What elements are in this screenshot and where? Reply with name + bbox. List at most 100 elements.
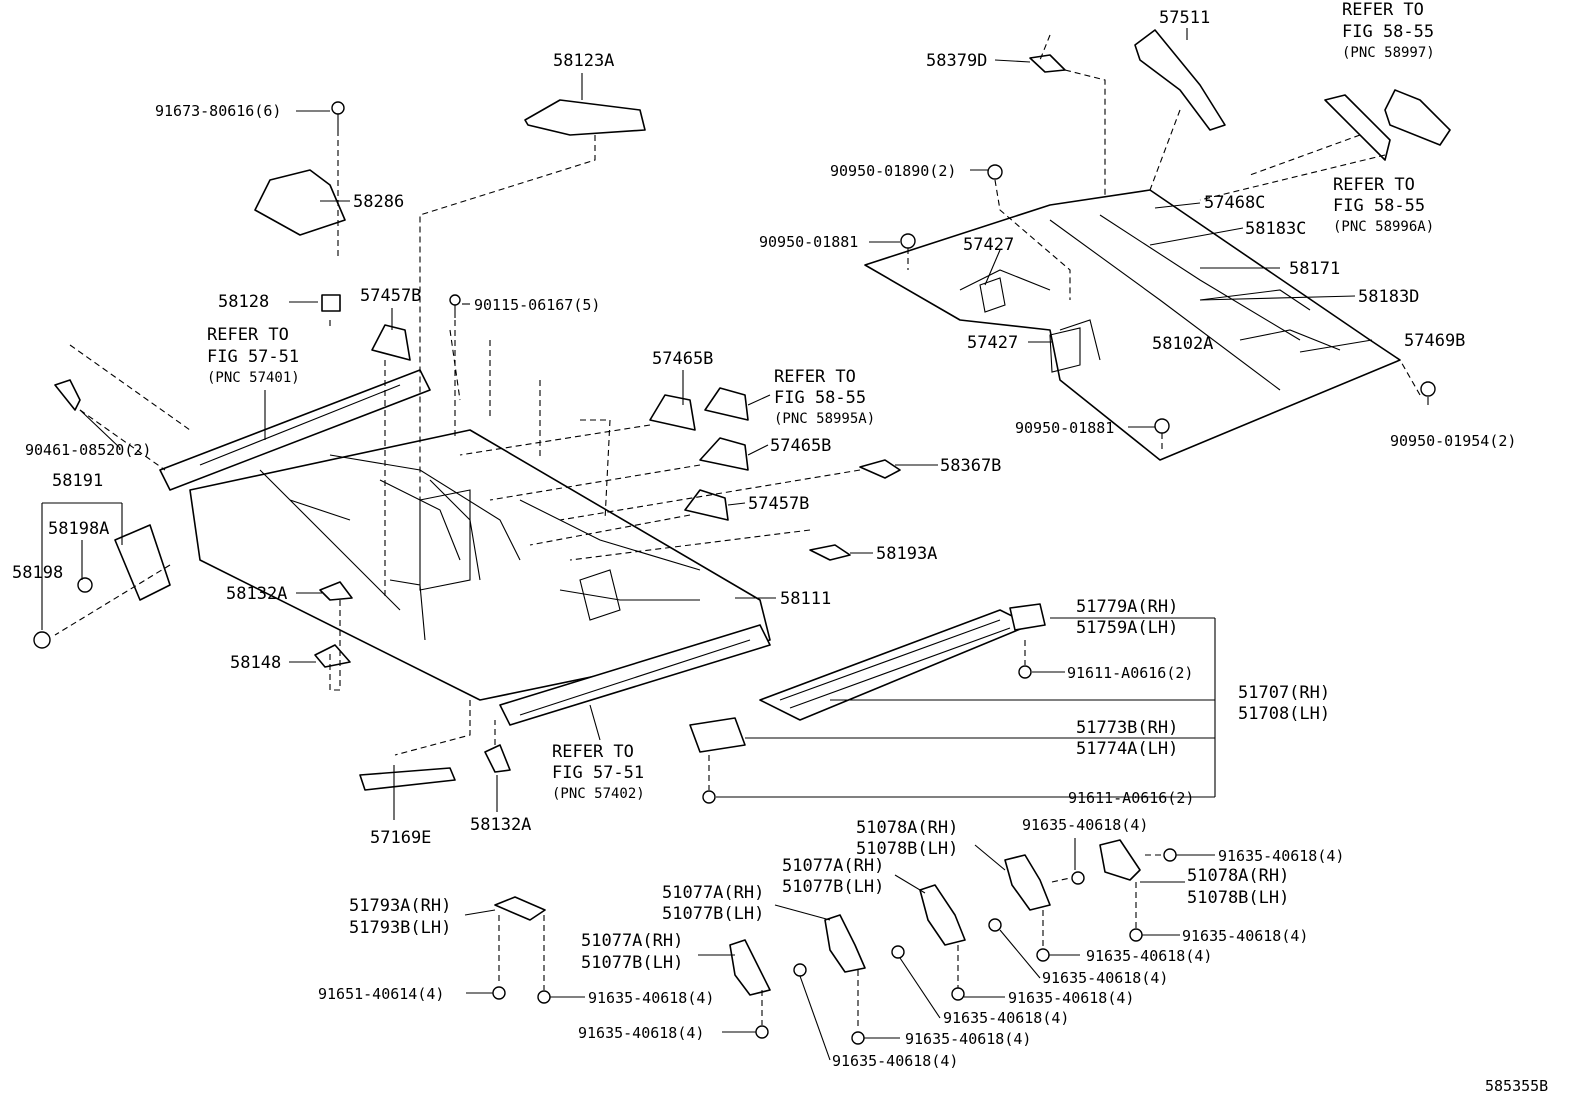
label-91611-A0616-a: 91611-A0616(2)	[1067, 664, 1193, 682]
label-57427-a: 57427	[963, 235, 1014, 255]
part-ref-58995A	[704, 387, 749, 421]
part-57465B-a	[649, 394, 696, 431]
label-58183C: 58183C	[1245, 219, 1306, 239]
label-51077B-a: 51077B(LH)	[782, 877, 884, 897]
label-58123A: 58123A	[553, 51, 614, 71]
label-refer-to-4: REFER TO	[1342, 0, 1424, 20]
label-91611-A0616-b: 91611-A0616(2)	[1068, 789, 1194, 807]
part-ref-58997	[1384, 89, 1451, 146]
label-58102A: 58102A	[1152, 334, 1213, 354]
leader-lines	[41, 28, 1429, 1061]
label-refer-to-2: REFER TO	[774, 367, 856, 387]
label-51078B-b: 51078B(LH)	[1187, 888, 1289, 908]
label-90461-08520: 90461-08520(2)	[25, 441, 151, 459]
label-51077A-c: 51077A(RH)	[581, 931, 683, 951]
assembly-line	[708, 640, 1026, 790]
rear-floor-pan-58102A	[864, 189, 1401, 461]
part-58367B	[859, 459, 901, 479]
part-58148	[314, 644, 351, 668]
label-57511: 57511	[1159, 8, 1210, 28]
bolt-91611-b	[702, 790, 716, 804]
label-pnc-57402: (PNC 57402)	[552, 786, 645, 802]
part-58123A	[524, 99, 646, 136]
label-51078A-b: 51078A(RH)	[1187, 866, 1289, 886]
label-51774A: 51774A(LH)	[1076, 739, 1178, 759]
label-58111: 58111	[780, 589, 831, 609]
part-51078A-b	[1099, 839, 1141, 881]
label-91635-c: 91635-40618(4)	[1182, 927, 1308, 945]
label-57457B-lower: 57457B	[748, 494, 809, 514]
label-refer-to-5: REFER TO	[1333, 175, 1415, 195]
label-91635-a: 91635-40618(4)	[1022, 816, 1148, 834]
part-ref-58996A	[1324, 94, 1391, 161]
label-51707: 51707(RH)	[1238, 683, 1330, 703]
label-58132A-upper: 58132A	[226, 584, 287, 604]
label-51759A: 51759A(LH)	[1076, 618, 1178, 638]
label-91635-e: 91635-40618(4)	[1042, 969, 1168, 987]
label-90115-06167: 90115-06167(5)	[474, 296, 600, 314]
assembly-line	[54, 130, 861, 756]
part-51078A-a	[1004, 854, 1051, 911]
part-57457B-lower	[684, 489, 729, 521]
label-91635-b: 91635-40618(4)	[1218, 847, 1344, 865]
label-51077B-c: 51077B(LH)	[581, 953, 683, 973]
label-fig-57-51-1: FIG 57-51	[207, 347, 299, 367]
label-51779A: 51779A(RH)	[1076, 597, 1178, 617]
label-pnc-58995A: (PNC 58995A)	[774, 411, 875, 427]
part-51077A-b	[824, 914, 866, 973]
label-51077A-b: 51077A(RH)	[662, 883, 764, 903]
label-51708: 51708(LH)	[1238, 704, 1330, 724]
part-58132A-lower	[484, 744, 511, 773]
part-51077A-c	[729, 939, 771, 996]
label-58183D: 58183D	[1358, 287, 1419, 307]
label-refer-to-1: REFER TO	[207, 325, 289, 345]
label-57465B-a: 57465B	[652, 349, 713, 369]
assembly-line	[907, 34, 1421, 450]
label-91635-g: 91635-40618(4)	[943, 1009, 1069, 1027]
label-58132A-lower: 58132A	[470, 815, 531, 835]
label-51077B-b: 51077B(LH)	[662, 904, 764, 924]
part-58379D	[1029, 54, 1066, 73]
plug-90950-01881-a	[900, 233, 916, 249]
label-57465B-b: 57465B	[770, 436, 831, 456]
label-fig-57-51-3: FIG 57-51	[552, 763, 644, 783]
label-51793A: 51793A(RH)	[349, 896, 451, 916]
part-51077A-a	[919, 884, 966, 946]
label-57427-b: 57427	[967, 333, 1018, 353]
bolt-90115	[449, 294, 461, 318]
label-57469B: 57469B	[1404, 331, 1465, 351]
bolt-91611-a	[1018, 665, 1032, 679]
plug-90950-01881-b	[1154, 418, 1170, 434]
part-58193A	[809, 544, 851, 561]
part-57465B-b	[699, 437, 749, 471]
label-58286: 58286	[353, 192, 404, 212]
front-floor-pan-58111	[189, 429, 771, 701]
label-90950-01890: 90950-01890(2)	[830, 162, 956, 180]
plug-90950-01890	[987, 164, 1003, 180]
part-57511	[1134, 29, 1226, 131]
label-91651-40614: 91651-40614(4)	[318, 985, 444, 1003]
label-91635-f: 91635-40618(4)	[1008, 989, 1134, 1007]
part-51779A-51759A	[1009, 603, 1046, 631]
label-refer-to-3: REFER TO	[552, 742, 634, 762]
label-51078A-a: 51078A(RH)	[856, 818, 958, 838]
label-51773B: 51773B(RH)	[1076, 718, 1178, 738]
label-57169E: 57169E	[370, 828, 431, 848]
part-57169E	[359, 767, 456, 791]
plug-90950-01954	[1420, 381, 1436, 397]
label-58379D: 58379D	[926, 51, 987, 71]
label-58171: 58171	[1289, 259, 1340, 279]
part-58198A-clip	[77, 577, 93, 593]
part-90461	[54, 379, 81, 411]
label-91635-j: 91635-40618(4)	[588, 989, 714, 1007]
label-90950-01881-a: 90950-01881	[759, 233, 858, 251]
part-51793A-51793B	[494, 896, 546, 921]
label-pnc-58997: (PNC 58997)	[1342, 45, 1435, 61]
left-side-rail	[159, 369, 431, 491]
part-58132A-upper	[319, 581, 353, 601]
label-58367B: 58367B	[940, 456, 1001, 476]
label-pnc-58996A: (PNC 58996A)	[1333, 219, 1434, 235]
label-58193A: 58193A	[876, 544, 937, 564]
